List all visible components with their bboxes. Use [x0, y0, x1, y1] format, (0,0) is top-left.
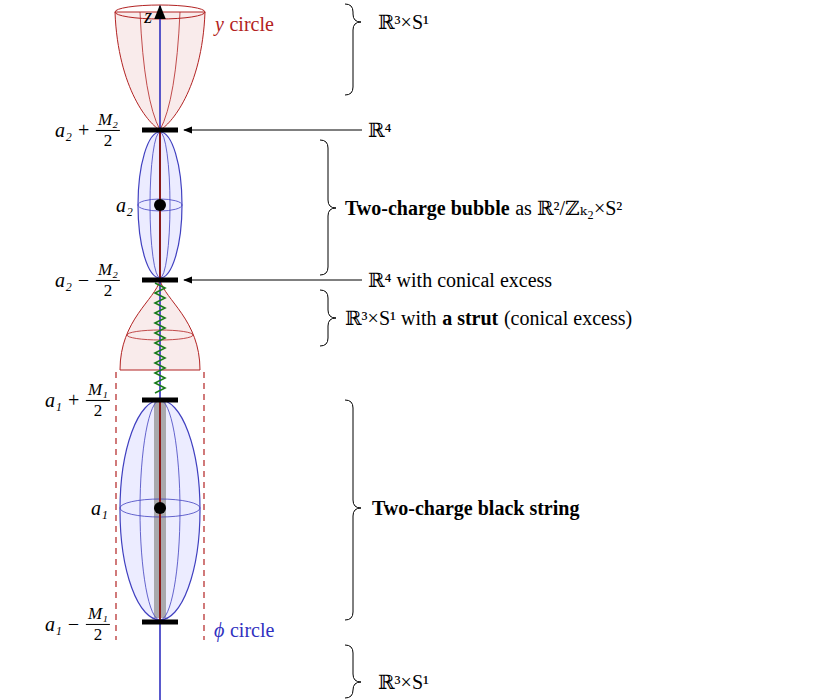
axis-label: y	[215, 13, 224, 36]
fraction-numerator: M₂	[96, 110, 120, 131]
axis-label: Two-charge black string	[372, 497, 579, 520]
label-line: ℝ³×S¹ witha strut (conical excess)	[345, 306, 632, 330]
fraction: M₁2	[86, 604, 110, 644]
rod-tick	[142, 128, 178, 133]
curly-brace	[320, 140, 336, 275]
fraction-denominator: 2	[94, 625, 103, 645]
label-line: z	[144, 5, 152, 28]
fraction-numerator: M₁	[86, 380, 110, 401]
axis-label: a₁ +	[45, 389, 80, 412]
z-axis	[159, 6, 161, 700]
label-line: ℝ⁴	[368, 118, 392, 142]
label-line: a₁	[91, 497, 108, 520]
axis-label: ℝ³×S¹	[378, 10, 429, 34]
axis-label: ℝ⁴ with conical excess	[368, 268, 552, 292]
label-line: a₁ − M₁2	[45, 604, 110, 644]
rod-tick	[142, 620, 178, 625]
pointer-arrow	[184, 280, 362, 281]
axis-label: a₁	[91, 497, 108, 520]
fraction: M₂2	[96, 110, 120, 150]
curly-brace	[345, 400, 361, 620]
label-line: ℝ⁴ with conical excess	[368, 268, 552, 292]
fraction: M₂2	[96, 260, 120, 300]
fraction-denominator: 2	[104, 281, 113, 301]
label-line: a₁ + M₁2	[45, 380, 110, 420]
axis-label: a₂	[116, 194, 133, 217]
fraction-numerator: M₂	[96, 260, 120, 281]
axis-label: Two-charge bubble	[345, 197, 510, 220]
label-line: ℝ³×S¹	[378, 670, 429, 694]
dashed-y-circle-edge	[116, 372, 204, 640]
label-line: Two-charge bubbleas ℝ²/ℤₖ₂×S²	[345, 196, 622, 220]
center-dot	[154, 199, 166, 211]
axis-label: a strut	[442, 307, 498, 330]
fraction: M₁2	[86, 380, 110, 420]
black-string-meridian	[140, 400, 180, 620]
axis-label: circle	[230, 619, 274, 642]
axis-label: a₁ −	[45, 613, 80, 636]
axis-label: ℝ³×S¹ with	[345, 306, 437, 330]
label-line: Two-charge black string	[372, 497, 579, 520]
axis-label: z	[144, 5, 152, 28]
center-dot	[154, 502, 166, 514]
axis-label: ℝ⁴	[368, 118, 392, 142]
rod-tick	[142, 278, 178, 283]
axis-label: circle	[229, 13, 273, 36]
fraction-denominator: 2	[94, 401, 103, 421]
bubble-equator	[138, 199, 182, 211]
label-line: a₂ + M₂2	[55, 110, 120, 150]
fraction-numerator: M₁	[86, 604, 110, 625]
axis-label: as ℝ²/ℤₖ₂×S²	[515, 196, 622, 220]
label-line: ϕcircle	[214, 619, 274, 642]
axis-label: a₂ −	[55, 269, 90, 292]
label-line: ℝ³×S¹	[378, 10, 429, 34]
pointer-arrow	[184, 130, 362, 131]
axis-label: a₂ +	[55, 119, 90, 142]
label-line: ycircle	[215, 13, 274, 36]
label-line: a₂ − M₂2	[55, 260, 120, 300]
curly-brace	[345, 4, 361, 95]
rod-tick	[142, 398, 178, 403]
curly-brace	[345, 645, 361, 698]
fraction-denominator: 2	[104, 131, 113, 151]
black-string-outline	[120, 400, 200, 620]
axis-label: ℝ³×S¹	[378, 670, 429, 694]
curly-brace	[320, 290, 336, 346]
label-line: a₂	[116, 194, 133, 217]
axis-label: (conical excess)	[504, 307, 632, 330]
strut-zigzag	[155, 283, 165, 393]
axis-label: ϕ	[214, 619, 224, 642]
